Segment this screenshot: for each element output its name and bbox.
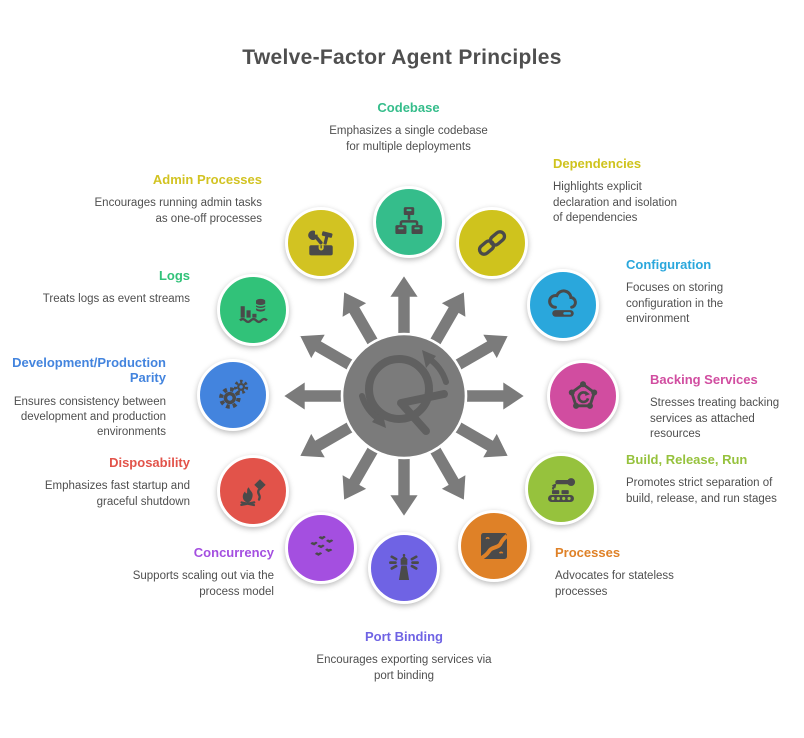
node-label: Codebase [377, 100, 440, 115]
node-label: Logs [158, 268, 190, 283]
build-release-run-circle [525, 453, 597, 525]
node-description: Treats logs as event streams [42, 293, 190, 306]
toolbox-icon [308, 230, 333, 256]
node-label: Backing Services [650, 372, 758, 387]
node-label: Build, Release, Run [626, 452, 748, 467]
node-description: Supports scaling out via the process mod… [132, 570, 274, 598]
node-dependencies-text: Dependencies Highlights explicit declara… [553, 156, 688, 226]
cloud-sync-icon [548, 289, 577, 317]
node-description: Stresses treating backing services as at… [650, 397, 780, 440]
node-label: Dependencies [553, 156, 642, 171]
bird-flock-icon [310, 535, 334, 557]
dependencies-circle [456, 207, 528, 279]
backing-services-circle [547, 360, 619, 432]
node-port-binding-text: Port Binding Encourages exporting servic… [314, 629, 494, 684]
node-description: Promotes strict separation of build, rel… [626, 477, 777, 505]
node-description: Highlights explicit declaration and isol… [553, 181, 678, 224]
configuration-circle [527, 269, 599, 341]
gears-icon [219, 379, 249, 409]
node-description: Encourages running admin tasks as one-of… [94, 197, 263, 225]
node-description: Advocates for stateless processes [555, 570, 674, 598]
robot-arm-conveyor-icon [548, 478, 576, 502]
pentagon-nodes-icon [568, 381, 598, 409]
port-binding-circle [368, 532, 440, 604]
node-backing-services-text: Backing Services Stresses treating backi… [650, 372, 782, 442]
campfire-kite-icon [240, 479, 266, 507]
node-description: Ensures consistency between development … [13, 395, 166, 439]
node-logs-text: Logs Treats logs as event streams [30, 268, 190, 308]
node-description: Emphasizes a single codebase for multipl… [329, 125, 488, 153]
chain-icon [477, 230, 507, 256]
node-label: Concurrency [193, 545, 274, 560]
node-dev-prod-parity-text: Development/Production Parity Ensures co… [0, 355, 166, 441]
processes-circle [458, 510, 530, 582]
dev-prod-parity-circle [197, 359, 269, 431]
node-concurrency-text: Concurrency Supports scaling out via the… [99, 545, 274, 600]
cycle-logo-icon [359, 350, 449, 435]
node-codebase-text: Codebase Emphasizes a single codebase fo… [326, 100, 491, 155]
hub-radiating-arrows-icon [279, 271, 529, 521]
lighthouse-icon [389, 553, 419, 581]
codebase-circle [373, 186, 445, 258]
diagram-title: Twelve-Factor Agent Principles [242, 46, 562, 69]
node-disposability-text: Disposability Emphasizes fast startup an… [18, 455, 190, 510]
node-label: Configuration [626, 257, 712, 272]
node-configuration-text: Configuration Focuses on storing configu… [626, 257, 771, 327]
node-description: Encourages exporting services via port b… [316, 654, 492, 682]
node-description: Focuses on storing configuration in the … [626, 282, 724, 325]
bar-chart-database-icon [239, 298, 268, 324]
node-processes-text: Processes Advocates for stateless proces… [555, 545, 705, 600]
node-description: Emphasizes fast startup and graceful shu… [44, 480, 190, 508]
admin-processes-circle [285, 207, 357, 279]
node-admin-processes-text: Admin Processes Encourages running admin… [82, 172, 263, 227]
sitemap-icon [395, 207, 423, 235]
concurrency-circle [285, 512, 357, 584]
logs-circle [217, 274, 289, 346]
node-label: Admin Processes [152, 172, 262, 187]
node-label: Disposability [109, 455, 190, 470]
node-label: Port Binding [365, 629, 443, 644]
node-label: Processes [555, 545, 621, 560]
node-build-release-run-text: Build, Release, Run Promotes strict sepa… [626, 452, 786, 507]
disposability-circle [217, 455, 289, 527]
node-label: Development/Production Parity [12, 355, 166, 386]
river-flow-icon [479, 533, 509, 561]
